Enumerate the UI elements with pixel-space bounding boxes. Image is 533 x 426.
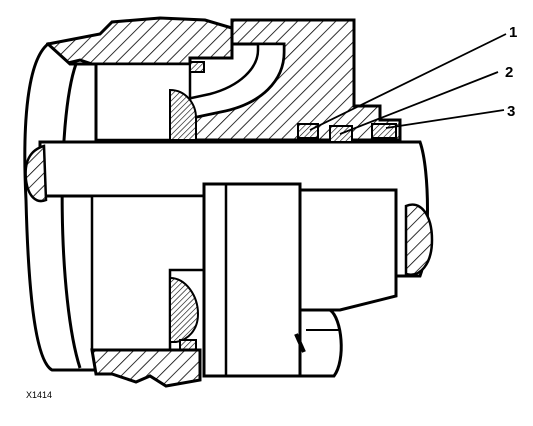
rotor-face: [298, 188, 398, 312]
leader-line-3: [385, 109, 505, 129]
upper-small-seal: [189, 61, 205, 73]
callout-1: 1: [509, 24, 517, 41]
seal-part-1: [297, 123, 319, 139]
left-cylinder-inner-curve: [60, 63, 82, 369]
callout-3: 3: [507, 103, 515, 120]
leader-line-2: [339, 71, 499, 135]
callout-2: 2: [505, 64, 513, 81]
retaining-nut: [298, 308, 343, 378]
leader-line-1: [309, 33, 507, 131]
figure-id: X1414: [26, 390, 52, 400]
upper-housing-section: [45, 16, 234, 66]
lower-housing-section: [90, 348, 202, 388]
seal-part-3: [371, 123, 397, 139]
lower-oring-groove: [169, 276, 200, 343]
left-cylinder: [23, 42, 98, 372]
shaft-end-stub: [404, 203, 434, 276]
elbow-passage: [180, 42, 286, 122]
left-shaft-stub: [24, 144, 48, 203]
rotor-hub: [202, 182, 302, 378]
nut-thread: [294, 333, 306, 353]
upper-oring-groove: [169, 88, 197, 141]
